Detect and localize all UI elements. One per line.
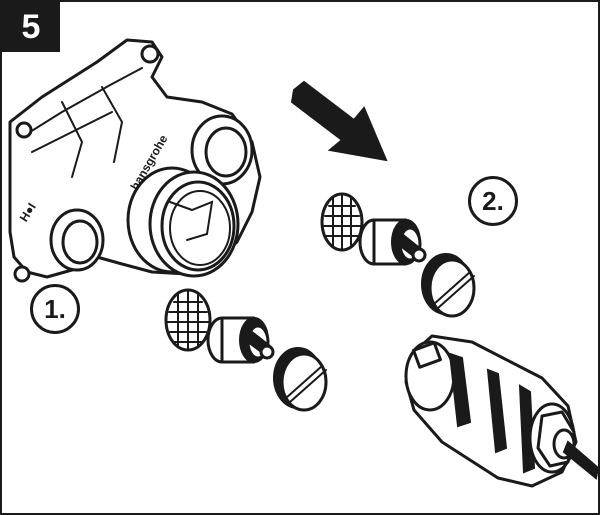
filter-screen-1 bbox=[164, 288, 212, 352]
check-valve-2 bbox=[358, 218, 427, 266]
check-valve-1 bbox=[206, 316, 275, 364]
filter-screen-2 bbox=[320, 192, 364, 252]
valve-body: H●I hansgrohe bbox=[8, 38, 262, 283]
direction-arrow bbox=[290, 80, 388, 162]
end-cap-1 bbox=[273, 347, 328, 412]
end-cap-2 bbox=[421, 253, 476, 318]
thermostatic-cartridge bbox=[404, 334, 598, 488]
step-number-badge: 5 bbox=[2, 2, 60, 52]
callout-1: 1. bbox=[30, 284, 80, 334]
callout-2: 2. bbox=[468, 176, 518, 226]
